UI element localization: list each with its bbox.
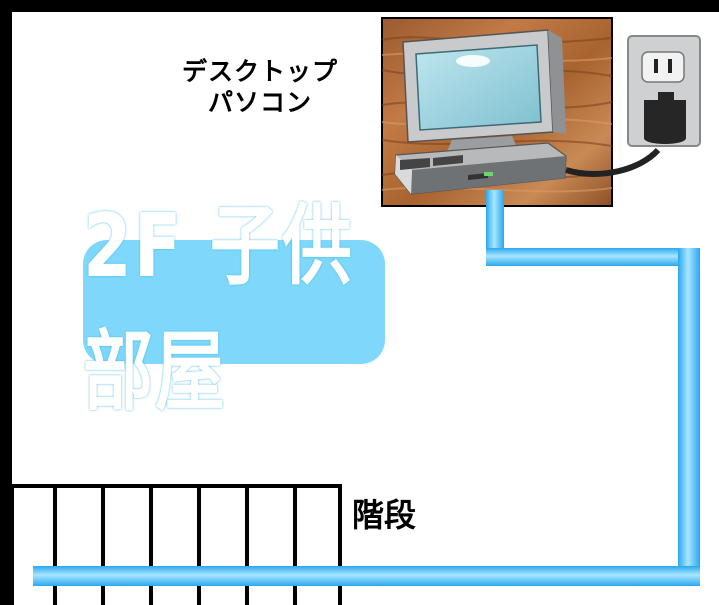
room-label: 2F 子供部屋 (83, 194, 354, 424)
desktop-computer-icon (394, 29, 661, 195)
room-badge: 2F 子供部屋 (83, 195, 385, 423)
desktop-pc-label: デスクトップ パソコン (160, 56, 360, 118)
desktop-pc-label-line2: パソコン (207, 88, 312, 117)
desktop-pc-label-line1: デスクトップ (181, 57, 338, 86)
stairs-label: 階段 (352, 496, 417, 534)
lan-cable (33, 190, 700, 586)
power-outlet-icon (627, 35, 701, 147)
stairs (10, 484, 342, 605)
